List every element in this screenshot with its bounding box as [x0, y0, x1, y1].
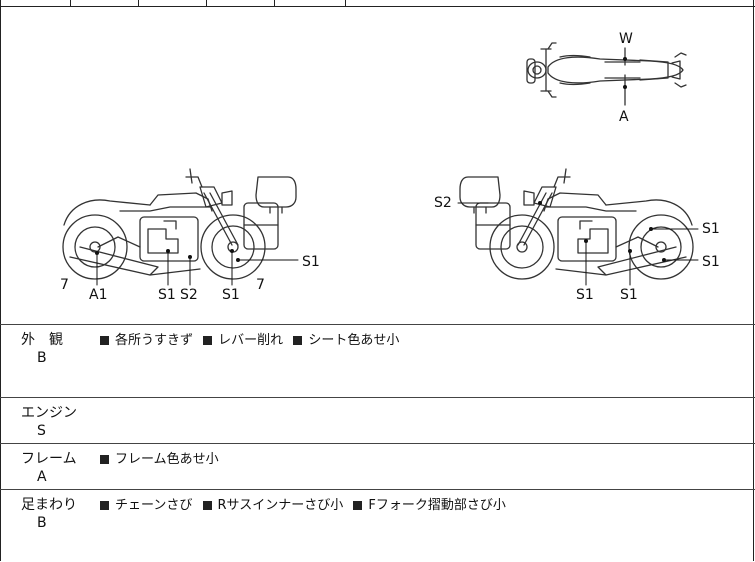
left-view-label: S1: [222, 287, 240, 303]
diagram-svg: W A 7 A1 S1 S2 S1 7 S1 S2 S1 S1 S1 S1: [60, 31, 720, 303]
note-item: Rサスインナーさび小: [217, 498, 344, 513]
table-cell-divider: [138, 0, 139, 6]
bullet-square-icon: [100, 335, 109, 345]
top-view-motorcycle: [526, 42, 687, 106]
right-view-label: S1: [702, 221, 720, 237]
section-notes: 各所うすきず レバー削れ シート色あせ小: [100, 329, 405, 348]
note-item: Fフォーク摺動部さび小: [368, 498, 506, 513]
bullet-square-icon: [203, 335, 213, 345]
leader-lines: [96, 202, 699, 286]
table-cell-divider: [70, 0, 71, 6]
bullet-square-icon: [100, 454, 109, 464]
left-view-label: A1: [89, 287, 107, 303]
table-cell-divider: [206, 0, 207, 6]
bullet-square-icon: [100, 500, 109, 510]
table-cell-divider: [274, 0, 275, 6]
section-grade: S: [37, 423, 46, 439]
bullet-square-icon: [202, 500, 212, 510]
table-bottom-border: [0, 6, 755, 7]
section-exterior: 外 観 B 各所うすきず レバー削れ シート色あせ小: [0, 324, 755, 398]
note-item: シート色あせ小: [308, 333, 400, 348]
right-view-label: S1: [576, 287, 594, 303]
left-view-label: S2: [180, 287, 198, 303]
top-view-label-bottom: A: [619, 109, 629, 125]
left-side-view-motorcycle: [62, 168, 297, 280]
right-side-view-motorcycle: [459, 168, 694, 280]
section-suspension: 足まわり B チェーンさび Rサスインナーさび小 Fフォーク摺動部さび小: [0, 489, 755, 562]
bullet-square-icon: [353, 500, 363, 510]
right-view-label: S1: [702, 254, 720, 270]
left-view-label: 7: [256, 277, 265, 293]
left-view-label: 7: [60, 277, 69, 293]
section-label: フレーム: [21, 451, 77, 467]
right-view-label: S2: [434, 195, 452, 211]
section-label: 外 観: [21, 332, 63, 348]
leader-dots: [95, 57, 666, 262]
left-view-label: S1: [302, 254, 320, 270]
section-notes: フレーム色あせ小: [100, 448, 225, 467]
section-notes: チェーンさび Rサスインナーさび小 Fフォーク摺動部さび小: [100, 494, 512, 513]
top-table-strip: [0, 0, 755, 7]
bullet-square-icon: [293, 335, 303, 345]
section-frame: フレーム A フレーム色あせ小: [0, 443, 755, 490]
top-view-label-top: W: [619, 31, 633, 47]
note-item: フレーム色あせ小: [115, 452, 219, 467]
note-item: チェーンさび: [115, 498, 193, 513]
right-view-label: S1: [620, 287, 638, 303]
section-grade: A: [37, 469, 47, 485]
section-label: 足まわり: [21, 497, 77, 513]
motorcycle-damage-diagram: W A 7 A1 S1 S2 S1 7 S1 S2 S1 S1 S1 S1: [0, 7, 755, 324]
section-grade: B: [37, 350, 47, 366]
section-engine: エンジン S: [0, 397, 755, 444]
note-item: 各所うすきず: [115, 333, 194, 348]
table-cell-divider: [345, 0, 346, 6]
note-item: レバー削れ: [218, 333, 284, 348]
section-label: エンジン: [21, 405, 77, 421]
section-grade: B: [37, 515, 47, 531]
left-view-label: S1: [158, 287, 176, 303]
